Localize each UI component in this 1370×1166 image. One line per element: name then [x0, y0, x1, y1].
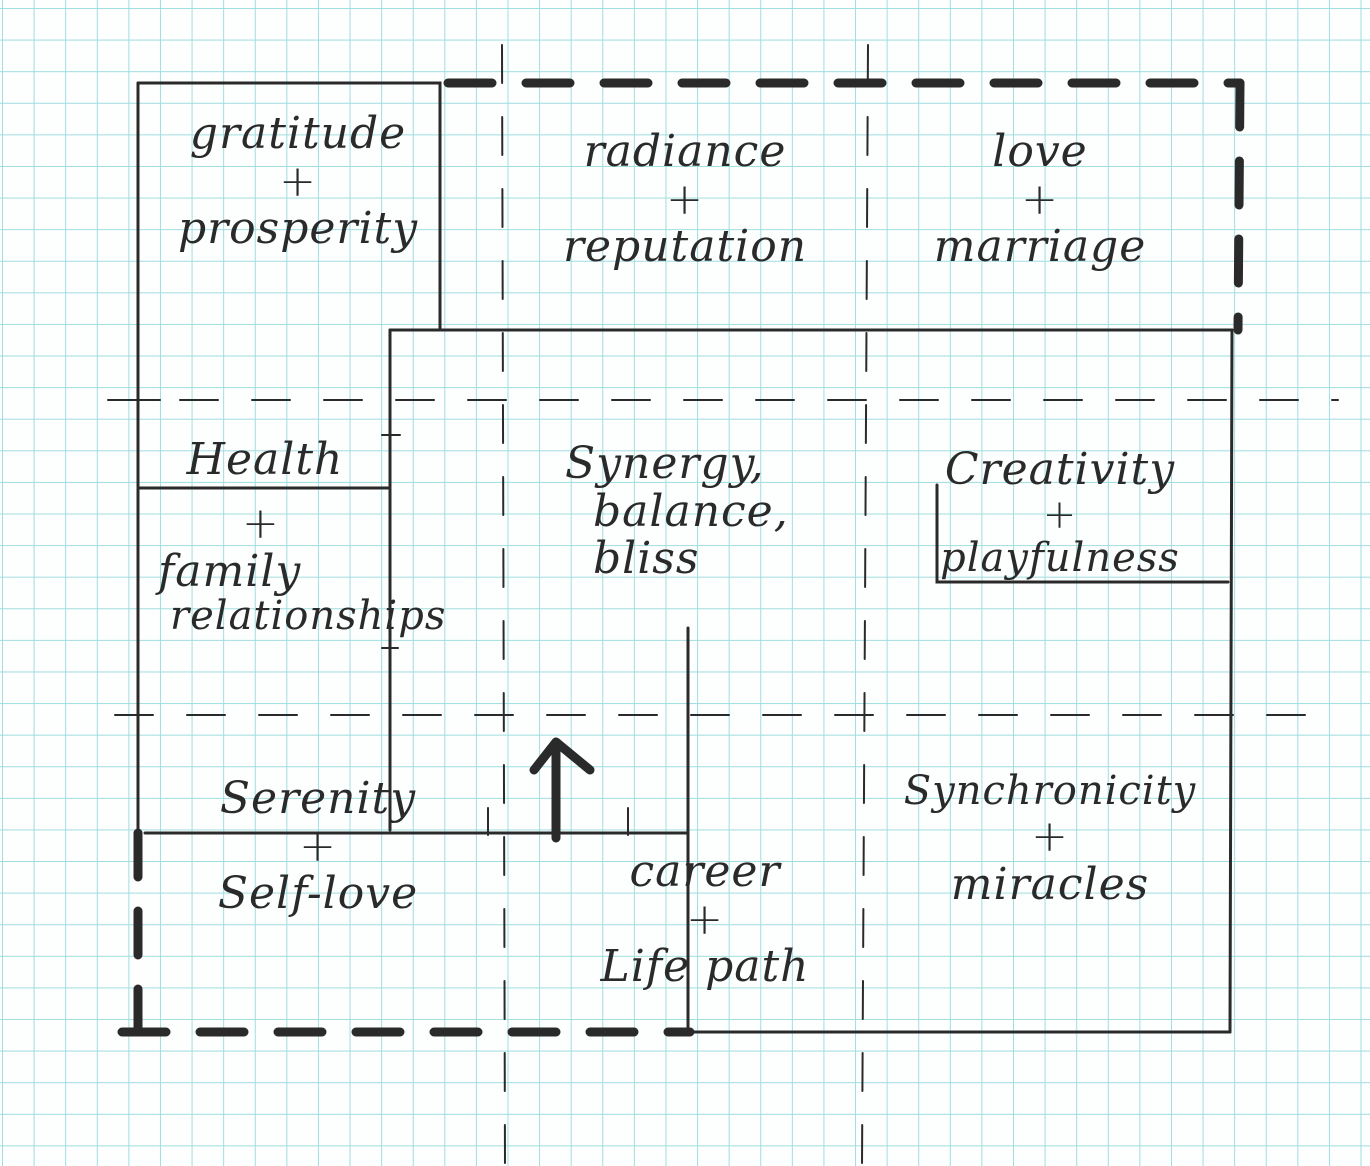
outer-right-wall: [1228, 328, 1234, 1034]
creativity-box-outline: [935, 483, 1230, 584]
house-outline: [136, 81, 1234, 1034]
health-label: Health: [186, 434, 344, 485]
creativity-playfulness-label: Creativity + playfulness: [940, 444, 1180, 581]
bagua-grid-lines: [107, 44, 1339, 1166]
tick-marks: [137, 399, 629, 836]
left-wing-outline: [136, 81, 442, 332]
grid-line-left-vertical: [501, 44, 506, 1166]
love-marriage-label: love + marriage: [933, 126, 1147, 273]
grid-line-right-vertical: [861, 44, 869, 1166]
bold-dash-right: [1233, 78, 1245, 335]
career-life-path-label: career + Life path: [600, 846, 810, 993]
synchronicity-miracles-label: Synchronicity + miracles: [903, 768, 1197, 910]
family-relationships-label: + family relationships: [158, 498, 447, 640]
synergy-balance-bliss-label: Synergy, balance, bliss: [565, 438, 789, 585]
radiance-reputation-label: radiance + reputation: [562, 126, 808, 273]
bold-dashed-outline: [117, 78, 1245, 1037]
serenity-self-love-label: Serenity + Self-love: [217, 773, 419, 920]
gratitude-prosperity-label: gratitude + prosperity: [177, 108, 419, 255]
entrance-arrow: [529, 737, 595, 843]
